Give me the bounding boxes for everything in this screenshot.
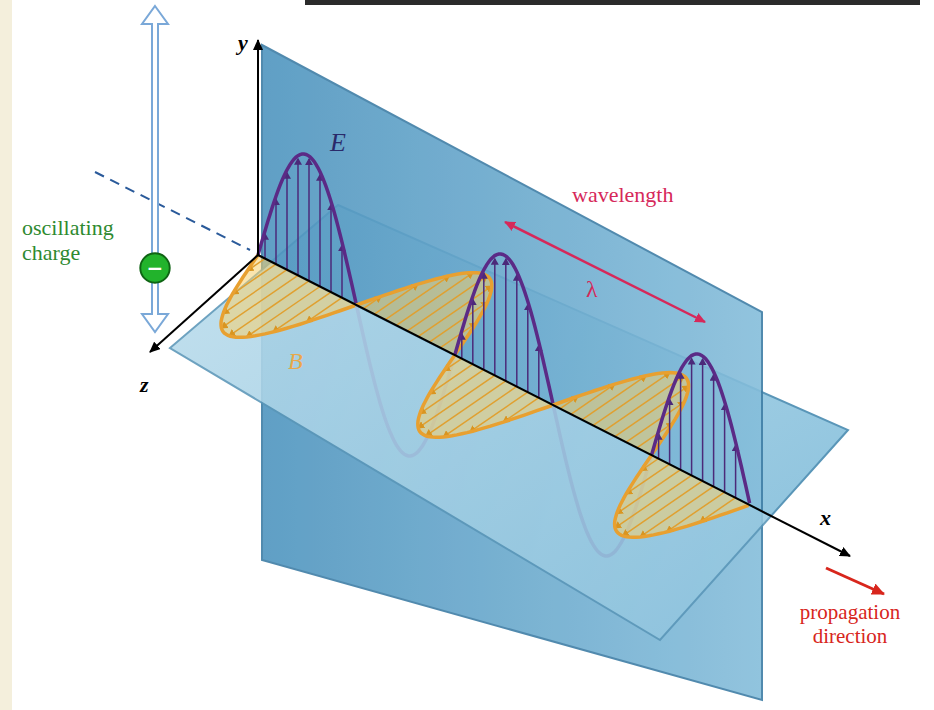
e-vector — [735, 445, 737, 497]
b-lobe-fill — [615, 455, 750, 537]
page-margin — [0, 0, 12, 710]
b-vector — [426, 381, 506, 436]
b-lobe-fill — [221, 255, 356, 337]
b-vector — [615, 475, 692, 528]
e-vector — [319, 175, 321, 287]
e-vector — [538, 345, 540, 397]
charge-disc — [140, 253, 169, 282]
b-vector — [385, 276, 449, 320]
b-vector — [623, 481, 703, 536]
e-vector — [341, 245, 343, 297]
e-vector — [516, 275, 518, 387]
x-axis — [258, 255, 850, 556]
e-vector — [691, 359, 693, 476]
e-vector — [724, 404, 726, 492]
e-vector — [286, 173, 288, 270]
e-vector — [702, 359, 704, 481]
b-curve — [553, 373, 688, 454]
b-vector — [418, 375, 495, 428]
b-vector — [374, 284, 417, 314]
field-label: B — [288, 348, 303, 376]
e-vector — [472, 299, 474, 364]
charge-sign: − — [147, 258, 164, 278]
b-curve — [615, 455, 749, 537]
wavelength-arrow — [505, 222, 705, 322]
e-vector — [308, 159, 310, 281]
direction-label: propagation direction — [786, 600, 914, 648]
b-lobe-fill — [356, 273, 491, 355]
e-vector — [275, 199, 277, 264]
charge-label: oscillating charge — [22, 215, 140, 266]
propagation-arrow — [826, 568, 884, 594]
axis-label: z — [140, 372, 149, 397]
b-curve — [418, 355, 552, 437]
b-lobe-fill — [418, 355, 553, 437]
b-vector — [229, 281, 309, 336]
lambda-symbol: λ — [586, 276, 598, 304]
b-vector — [700, 498, 735, 522]
e-vector — [680, 373, 682, 470]
dashed-guide — [95, 172, 250, 250]
b-curve — [221, 255, 355, 337]
e-vector — [713, 375, 715, 487]
b-vector — [615, 386, 688, 436]
y-axis — [257, 40, 259, 255]
e-vector — [669, 399, 671, 464]
charge-circle: − — [139, 252, 171, 284]
b-vector — [418, 286, 491, 336]
axis-label: y — [238, 30, 248, 55]
b-vector — [571, 384, 614, 414]
e-vector — [505, 259, 507, 381]
e-vector — [297, 159, 299, 276]
axis-label: x — [820, 505, 831, 530]
e-vector — [330, 204, 332, 292]
e-vector — [527, 304, 529, 392]
wavelength-label: wavelength — [572, 182, 673, 207]
b-vector — [429, 364, 472, 394]
b-curve — [356, 273, 491, 354]
b-vector — [626, 464, 669, 494]
e-vector — [494, 259, 496, 376]
b-lobe-fill — [553, 373, 688, 455]
top-bar — [305, 0, 920, 5]
b-vector — [582, 376, 646, 420]
b-vector — [233, 264, 276, 294]
e-field-wave — [258, 154, 750, 503]
b-vector — [221, 275, 298, 328]
b-field-wave — [221, 255, 750, 537]
b-vector — [307, 298, 342, 322]
b-vector — [503, 398, 538, 422]
field-label: E — [330, 128, 346, 158]
e-vector — [483, 273, 485, 370]
